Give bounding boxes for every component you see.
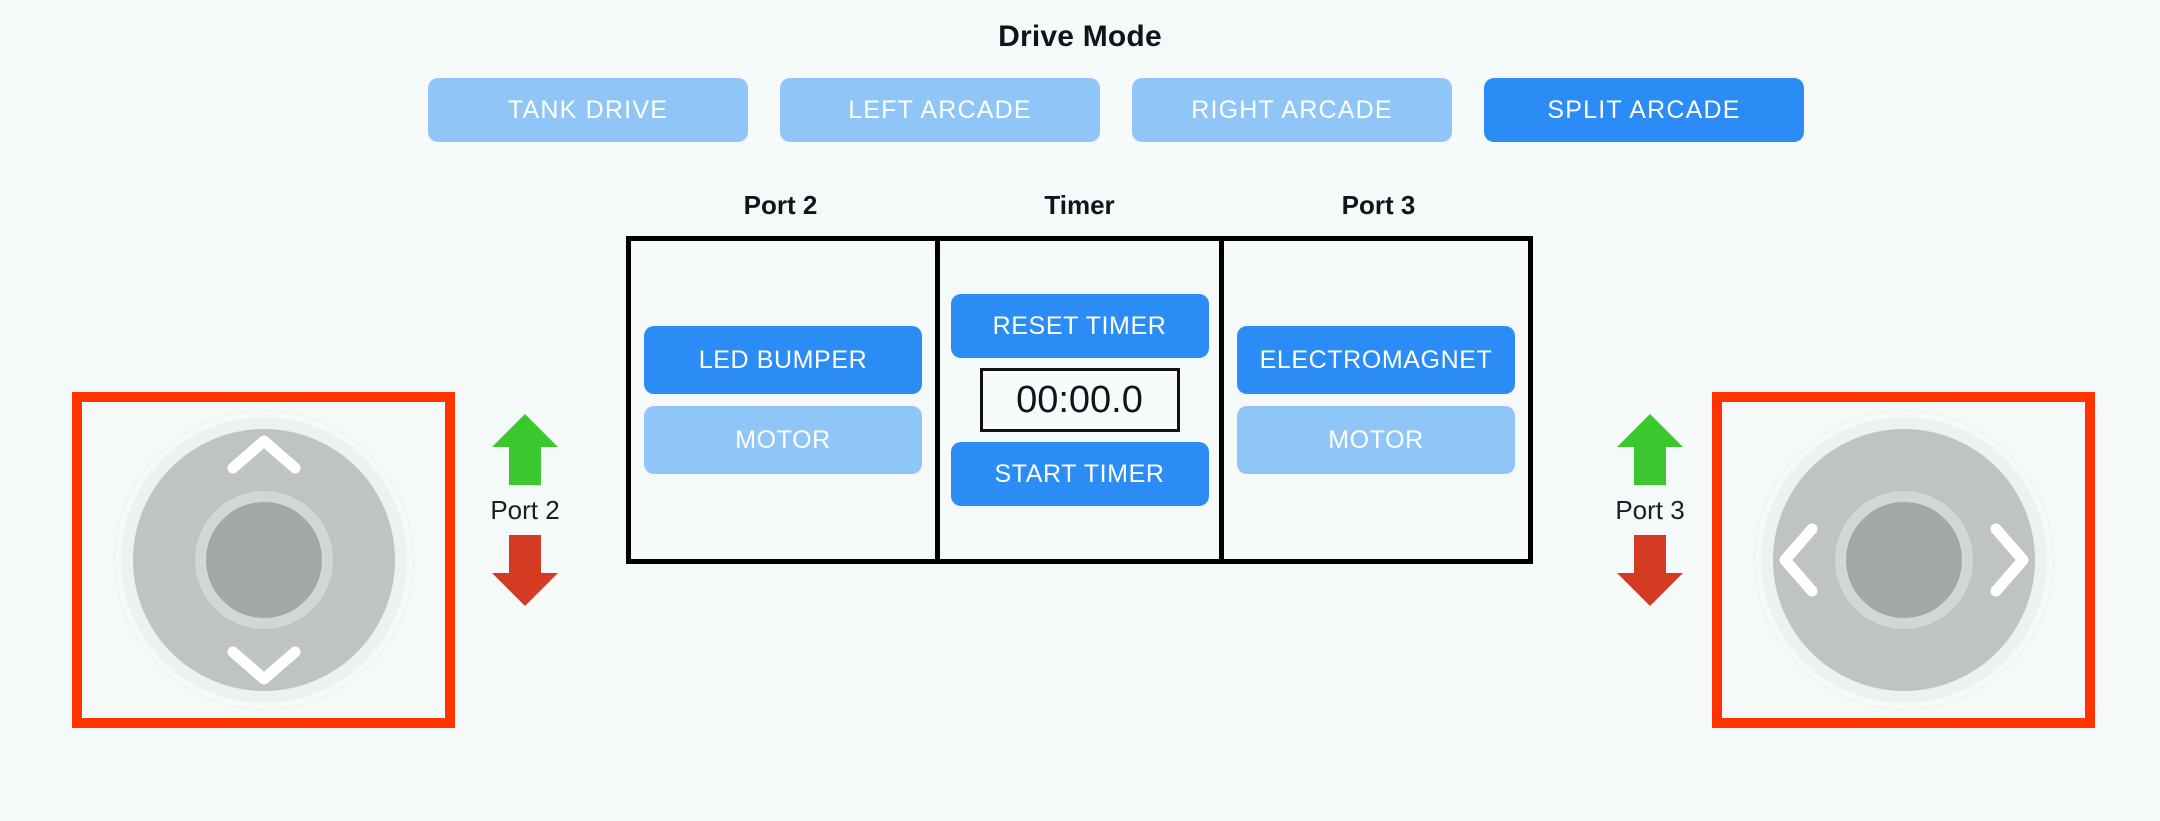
right-joystick-thumb[interactable] bbox=[1845, 502, 1962, 618]
port3-arrow-stack: Port 3 bbox=[1590, 412, 1710, 608]
port2-label: Port 2 bbox=[490, 495, 560, 525]
right-joystick[interactable] bbox=[1753, 410, 2054, 710]
chevron-left-icon[interactable] bbox=[1777, 522, 1819, 598]
page-title: Drive Mode bbox=[998, 20, 1162, 53]
start-timer-button[interactable]: START TIMER bbox=[950, 442, 1209, 506]
right-joystick-highlight-box bbox=[1712, 392, 2095, 728]
port3-down-arrow-icon[interactable] bbox=[1615, 533, 1685, 608]
panel-header-port2: Port 2 bbox=[743, 190, 818, 220]
timer-column: RESET TIMER 00:00.0 START TIMER bbox=[935, 241, 1224, 559]
left-joystick-thumb[interactable] bbox=[205, 502, 322, 618]
port2-arrow-stack: Port 2 bbox=[465, 412, 585, 608]
timer-display: 00:00.0 bbox=[979, 368, 1180, 432]
port3-label: Port 3 bbox=[1615, 495, 1685, 525]
left-joystick-highlight-box bbox=[72, 392, 455, 728]
chevron-down-icon[interactable] bbox=[226, 645, 302, 687]
control-panel: LED BUMPER MOTOR RESET TIMER 00:00.0 STA… bbox=[626, 236, 1533, 564]
drive-mode-split-arcade-button[interactable]: SPLIT ARCADE bbox=[1484, 78, 1804, 142]
port2-up-arrow-icon[interactable] bbox=[490, 412, 560, 487]
panel-header-port3: Port 3 bbox=[1341, 190, 1416, 220]
drive-mode-tank-drive-button[interactable]: TANK DRIVE bbox=[428, 78, 748, 142]
panel-header-timer: Timer bbox=[1044, 190, 1115, 220]
electromagnet-button[interactable]: ELECTROMAGNET bbox=[1237, 326, 1515, 394]
led-bumper-button[interactable]: LED BUMPER bbox=[644, 326, 922, 394]
drive-mode-button-group: TANK DRIVE LEFT ARCADE RIGHT ARCADE SPLI… bbox=[428, 78, 1804, 142]
port3-up-arrow-icon[interactable] bbox=[1615, 412, 1685, 487]
port2-down-arrow-icon[interactable] bbox=[490, 533, 560, 608]
port3-motor-button[interactable]: MOTOR bbox=[1237, 406, 1515, 474]
chevron-up-icon[interactable] bbox=[226, 433, 302, 475]
panel-header-row: Port 2 Timer Port 3 bbox=[626, 190, 1533, 221]
chevron-right-icon[interactable] bbox=[1989, 522, 2031, 598]
port3-column: ELECTROMAGNET MOTOR bbox=[1224, 241, 1528, 559]
port2-column: LED BUMPER MOTOR bbox=[631, 241, 935, 559]
reset-timer-button[interactable]: RESET TIMER bbox=[950, 294, 1209, 358]
port2-motor-button[interactable]: MOTOR bbox=[644, 406, 922, 474]
drive-mode-right-arcade-button[interactable]: RIGHT ARCADE bbox=[1132, 78, 1452, 142]
left-joystick[interactable] bbox=[113, 410, 414, 710]
drive-mode-left-arcade-button[interactable]: LEFT ARCADE bbox=[780, 78, 1100, 142]
